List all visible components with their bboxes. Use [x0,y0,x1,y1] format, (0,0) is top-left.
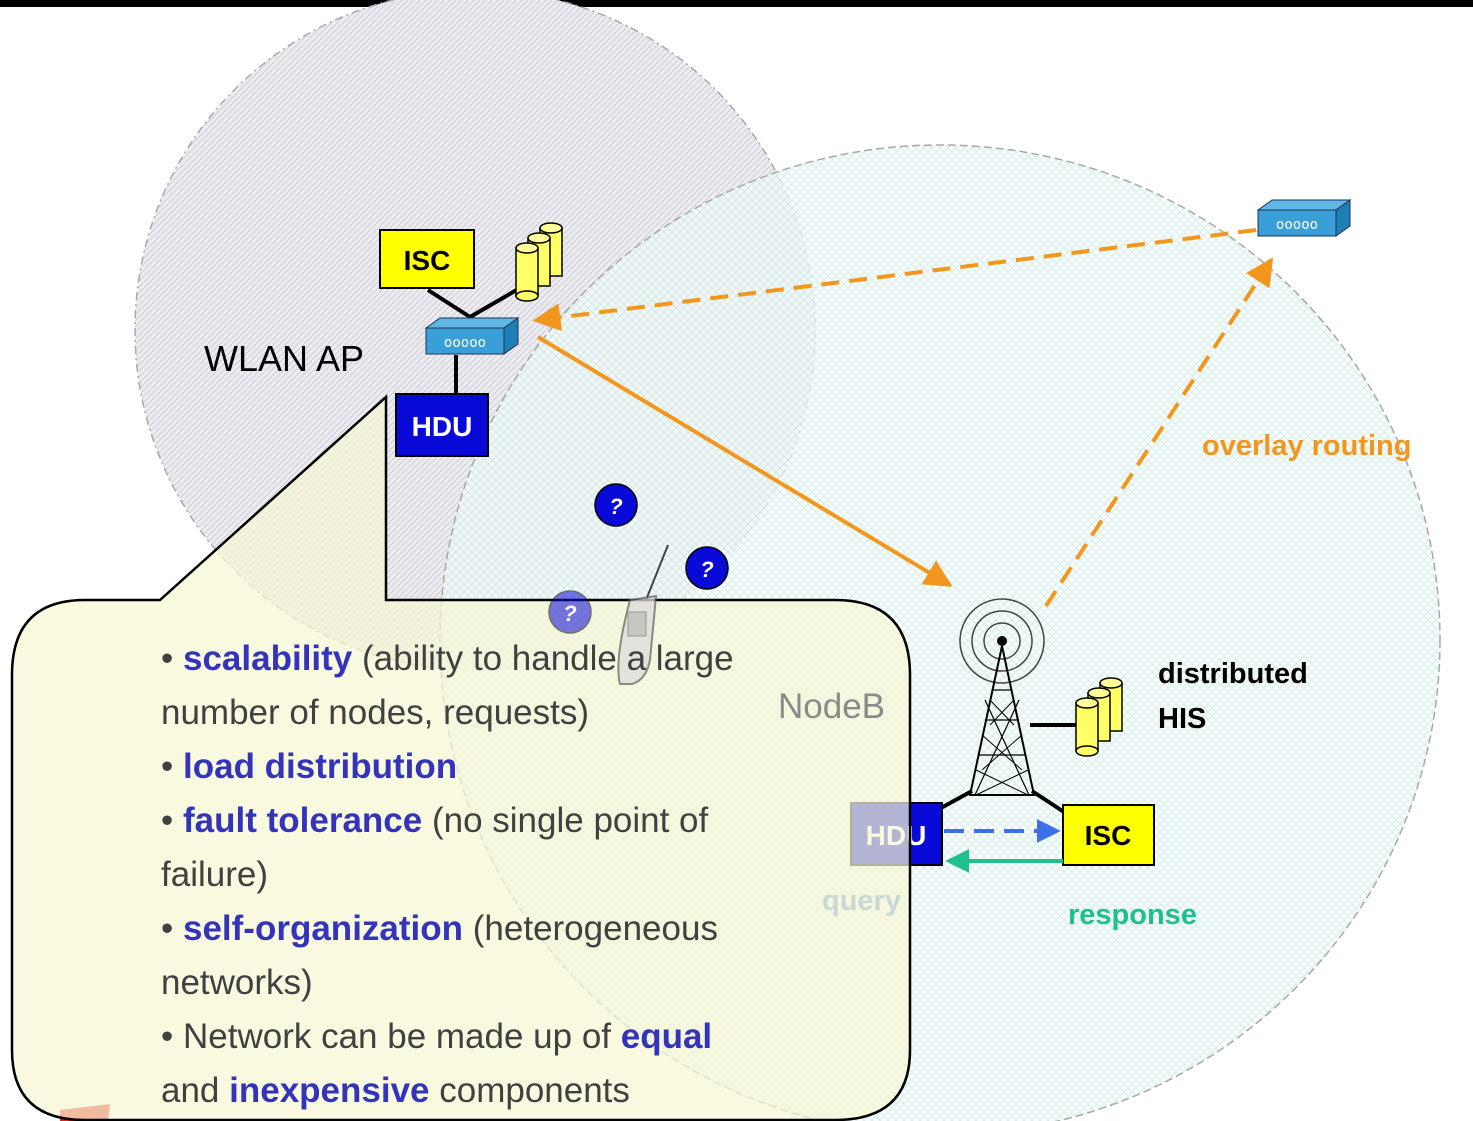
tower-isc-connector [1030,789,1066,814]
bullet-scalability: • scalability (ability to handle a large [161,639,734,678]
svg-text:?: ? [609,494,622,519]
bullet-self-organization: • self-organization (heterogeneous [161,909,718,948]
overlay-link-router-to-ap [532,228,1257,332]
overlay-link-tower-to-router [1044,257,1274,608]
keyword-equal: equal [620,1017,713,1056]
orange-link-ap-to-tower [536,335,953,587]
callout-bullet-list: • scalability (ability to handle a large… [161,632,901,1118]
wlan-ap-label: WLAN AP [204,338,364,379]
keyword-inexpensive: inexpensive [229,1071,430,1110]
router-icon: ooooo [424,317,520,355]
nodeb-label: NodeB [778,687,885,726]
keyword-self-organization: self-organization [183,909,464,948]
keyword-load-distribution: load distribution [183,747,458,786]
isc-top-label: ISC [404,245,451,276]
phone-antenna [645,544,669,601]
response-label: response [1068,899,1197,931]
question-mark-icon: ? [685,546,729,590]
bullet-self-organization-cont: networks) [161,963,313,1002]
bullet-fault-tolerance: • fault tolerance (no single point of [161,801,709,840]
hdu-top-label: HDU [412,411,473,442]
svg-text:ooooo: ooooo [1276,217,1318,233]
keyword-scalability: scalability [183,639,353,678]
router-icon-remote: ooooo [1256,199,1352,237]
callout-bubble [10,394,912,1121]
distributed-his-label-line2: HIS [1158,703,1206,735]
mobile-phone-icon [617,594,658,685]
bullet-scalability-cont: number of nodes, requests) [161,693,590,732]
antenna-tower-icon [959,598,1045,796]
svg-text:ooooo: ooooo [444,335,486,351]
db-ap-connector [468,286,522,319]
bullet-load-distribution: • load distribution [161,747,458,786]
bullet-components-cont: and inexpensive components [161,1071,630,1110]
keyword-fault-tolerance: fault tolerance [183,801,423,840]
bullet-components: • Network can be made up of equal [161,1017,713,1056]
database-icon [515,222,563,302]
overlay-routing-label: overlay routing [1202,430,1412,462]
isc-bottom-label: ISC [1085,820,1132,851]
database-icon-his [1075,677,1123,757]
isc-box-bottom [1062,804,1155,866]
svg-text:?: ? [563,601,576,626]
top-rule [0,0,1473,7]
distributed-his-label-line1: distributed [1158,658,1308,690]
question-mark-icon: ? [594,483,638,527]
question-mark-icon-faded: ? [548,590,592,634]
tower-hdu-connector [940,789,973,810]
isc-ap-connector [426,288,472,319]
hdu-box-top [395,393,489,457]
svg-text:?: ? [700,557,713,582]
isc-box-top [379,229,475,289]
bullet-fault-tolerance-cont: failure) [161,855,268,894]
